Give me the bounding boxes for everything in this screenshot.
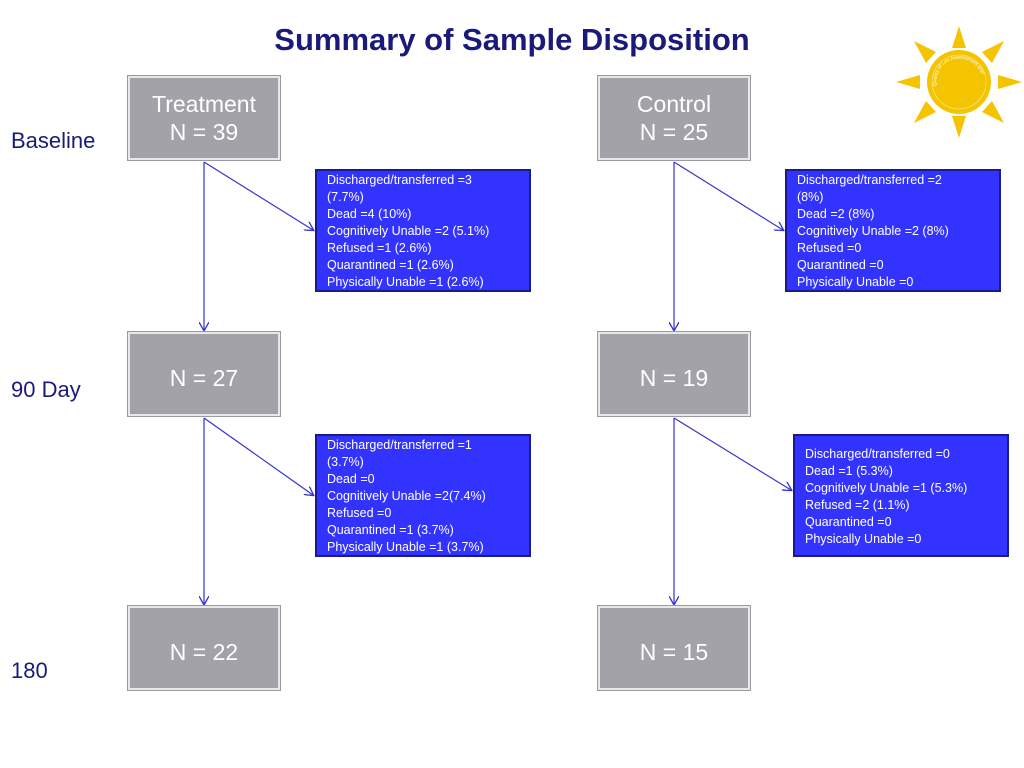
sun-logo-icon: Quality of Life Assessment and Care Plan… (896, 26, 1022, 138)
control-baseline-node: Control N = 25 (598, 76, 750, 160)
attrition-line: Dead =4 (10%) (327, 207, 412, 221)
treatment-90-day-n: N = 27 (169, 365, 239, 391)
treatment-attrition-90-day-box: Discharged/transferred =1 (3.7%) Dead =0… (315, 434, 531, 557)
attrition-line: Cognitively Unable =1 (5.3%) (805, 481, 968, 495)
control-group-name: Control (636, 91, 712, 117)
treatment-baseline-n: N = 39 (169, 119, 239, 145)
attrition-line: (3.7%) (327, 455, 364, 469)
attrition-line: Physically Unable =1 (3.7%) (327, 540, 484, 554)
attrition-line: Cognitively Unable =2(7.4%) (327, 489, 486, 503)
treatment-attrition-baseline-box: Discharged/transferred =3 (7.7%) Dead =4… (315, 169, 531, 292)
attrition-line: Cognitively Unable =2 (8%) (797, 224, 949, 238)
treatment-180-day-node: N = 22 (128, 606, 280, 690)
treatment-baseline-node: Treatment N = 39 (128, 76, 280, 160)
attrition-line: Refused =0 (327, 506, 392, 520)
treatment-90-day-node: N = 27 (128, 332, 280, 416)
control-180-day-n: N = 15 (639, 639, 709, 665)
page-title: Summary of Sample Disposition (274, 22, 750, 57)
control-90-day-node: N = 19 (598, 332, 750, 416)
attrition-line: Discharged/transferred =0 (805, 447, 950, 461)
attrition-line: Cognitively Unable =2 (5.1%) (327, 224, 490, 238)
attrition-line: (8%) (797, 190, 824, 204)
control-attrition-baseline-box: Discharged/transferred =2 (8%) Dead =2 (… (785, 169, 1001, 292)
arrow-treatment-90-to-attrition (203, 417, 313, 495)
attrition-line: Discharged/transferred =1 (327, 438, 472, 452)
row-label-baseline: Baseline (11, 128, 96, 153)
treatment-group-name: Treatment (152, 91, 256, 117)
attrition-line: Quarantined =0 (805, 515, 892, 529)
attrition-line: Physically Unable =0 (797, 275, 914, 289)
arrow-control-90-to-attrition (673, 417, 791, 490)
treatment-180-day-n: N = 22 (169, 639, 239, 665)
row-label-90-day: 90 Day (11, 377, 81, 402)
arrow-control-baseline-to-attrition (673, 161, 783, 230)
control-baseline-n: N = 25 (639, 119, 709, 145)
attrition-line: Quarantined =1 (3.7%) (327, 523, 454, 537)
control-attrition-90-day-box: Discharged/transferred =0 Dead =1 (5.3%)… (793, 434, 1009, 557)
attrition-line: Quarantined =0 (797, 258, 884, 272)
attrition-line: Discharged/transferred =3 (327, 173, 472, 187)
attrition-line: Refused =0 (797, 241, 862, 255)
attrition-line: Quarantined =1 (2.6%) (327, 258, 454, 272)
attrition-line: (7.7%) (327, 190, 364, 204)
attrition-line: Refused =2 (1.1%) (805, 498, 910, 512)
attrition-line: Physically Unable =1 (2.6%) (327, 275, 484, 289)
attrition-line: Dead =0 (327, 472, 375, 486)
arrow-treatment-baseline-to-attrition (203, 161, 313, 230)
control-90-day-n: N = 19 (639, 365, 709, 391)
attrition-line: Dead =2 (8%) (797, 207, 875, 221)
attrition-line: Refused =1 (2.6%) (327, 241, 432, 255)
attrition-line: Dead =1 (5.3%) (805, 464, 893, 478)
attrition-line: Discharged/transferred =2 (797, 173, 942, 187)
row-label-180: 180 (11, 658, 48, 683)
control-180-day-node: N = 15 (598, 606, 750, 690)
attrition-line: Physically Unable =0 (805, 532, 922, 546)
